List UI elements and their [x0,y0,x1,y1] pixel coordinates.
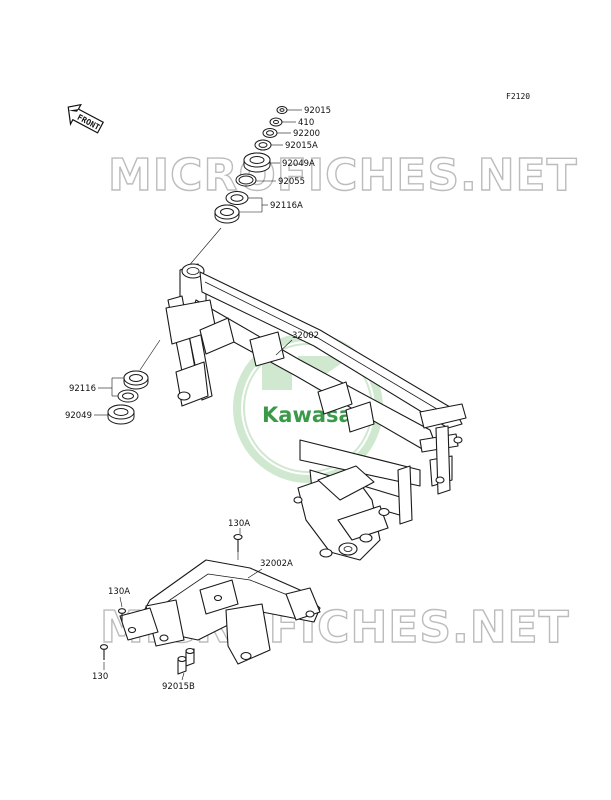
label-410: 410 [298,118,314,128]
label-92015A: 92015A [285,141,318,151]
label-130: 130 [92,672,108,682]
label-92116: 92116 [69,384,96,394]
main-frame [165,263,467,561]
label-92116A: 92116A [270,201,303,211]
labels-sub-frame: 130A 32002A 130A 130 92015B [92,519,293,692]
label-32002: 32002 [292,331,319,341]
label-32002A: 32002A [260,559,293,569]
label-92015B: 92015B [162,682,195,692]
label-130A-left: 130A [108,587,130,597]
front-arrow-icon: FRONT [67,103,105,134]
label-92049: 92049 [65,411,92,421]
bearing-stack-top [186,106,288,269]
bearing-stack-bottom: 92116 92049 [65,339,161,425]
label-92055: 92055 [278,177,305,187]
label-92049A: 92049A [282,159,315,169]
sub-frame [99,533,321,675]
labels-top-stack: 92015 410 92200 92015A 92049A 92055 9211… [239,106,331,213]
label-130A-top: 130A [228,519,250,529]
watermark-top: MICROFICHES.NET [108,150,578,201]
label-92200: 92200 [293,129,320,139]
label-92015: 92015 [304,106,331,116]
label-group-32002: 32002 [275,331,319,356]
figure-id: F2120 [506,92,530,101]
